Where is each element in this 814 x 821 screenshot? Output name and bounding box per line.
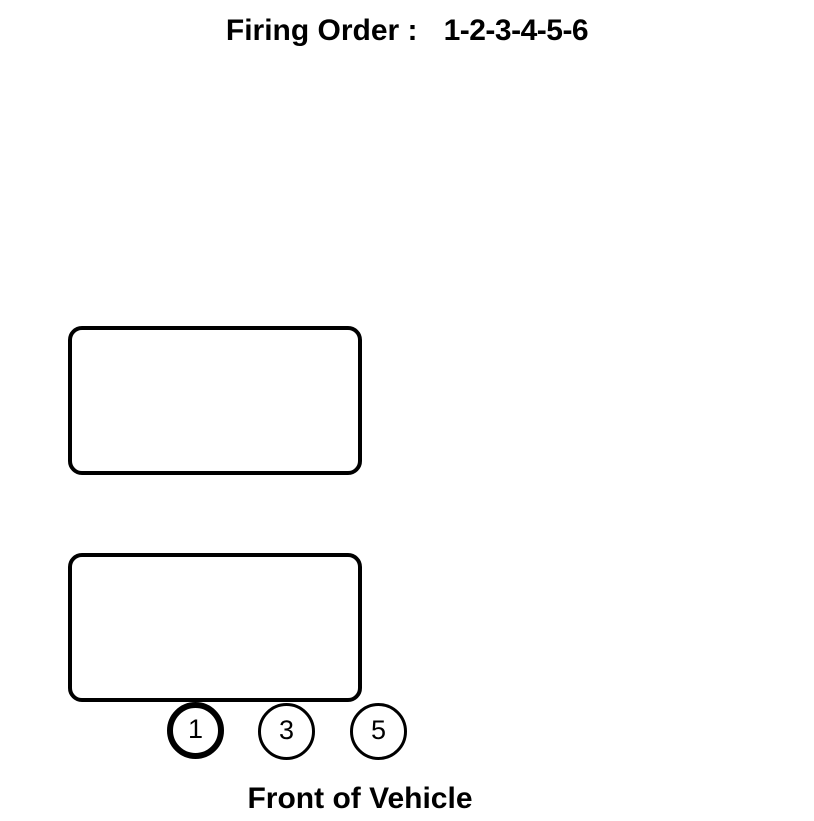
cylinder-5-number: 5: [370, 715, 387, 745]
engine-bank-top: 1 3 5: [68, 326, 407, 760]
front-of-vehicle-caption: Front of Vehicle: [247, 782, 473, 815]
cylinder-1[interactable]: 1: [167, 702, 224, 759]
cylinder-3[interactable]: 3: [258, 703, 315, 760]
cylinder-5[interactable]: 5: [350, 703, 407, 760]
diagram-title: Firing Order : 1-2-3-4-5-6: [0, 10, 814, 52]
engine-bank-bottom: 2 4 6: [68, 553, 362, 702]
firing-order-label: Firing Order :: [225, 14, 418, 47]
firing-order-sequence: 1-2-3-4-5-6: [443, 14, 589, 47]
cylinder-1-number: 1: [187, 714, 204, 744]
cylinder-3-number: 3: [278, 715, 295, 745]
